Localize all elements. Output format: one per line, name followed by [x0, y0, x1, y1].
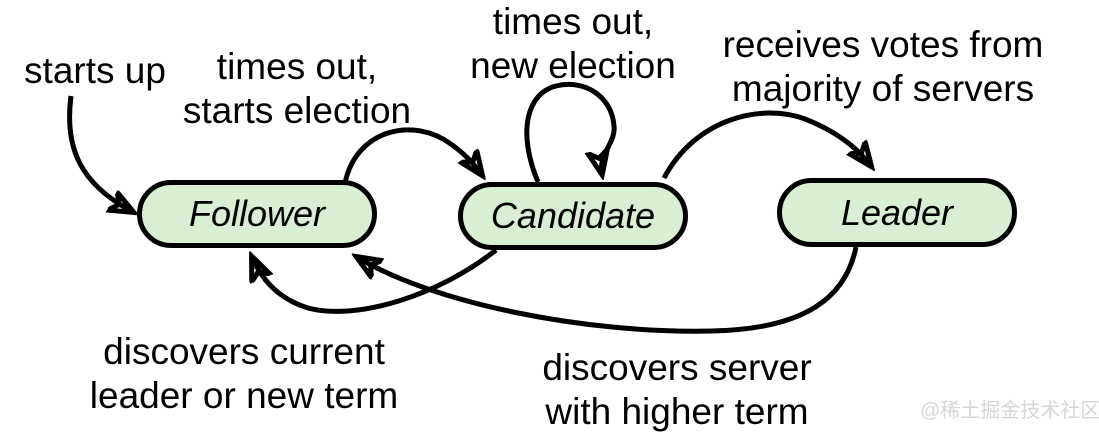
transition-label-discovers-current-leader: discovers current leader or new term: [89, 331, 399, 416]
state-candidate: Candidate: [458, 182, 688, 250]
arrow-candidate-to-leader: [661, 110, 871, 180]
transition-label-receives-votes: receives votes from majority of servers: [722, 24, 1044, 109]
arrow-follower-to-candidate: [342, 127, 482, 184]
transition-label-starts-up: starts up: [24, 50, 166, 91]
state-follower: Follower: [137, 180, 377, 248]
arrow-startup-to-follower: [67, 95, 133, 212]
arrow-candidate-to-follower: [252, 248, 498, 314]
transition-label-times-out-starts-election: times out, starts election: [182, 46, 412, 131]
arrow-leader-to-follower: [357, 246, 859, 334]
state-leader: Leader: [777, 178, 1017, 247]
arrow-candidate-self-loop: [524, 82, 617, 183]
transition-label-times-out-new-election: times out, new election: [470, 1, 676, 86]
transition-label-discovers-higher-term: discovers server with higher term: [542, 347, 812, 432]
watermark: @稀土掘金技术社区: [920, 400, 1099, 422]
